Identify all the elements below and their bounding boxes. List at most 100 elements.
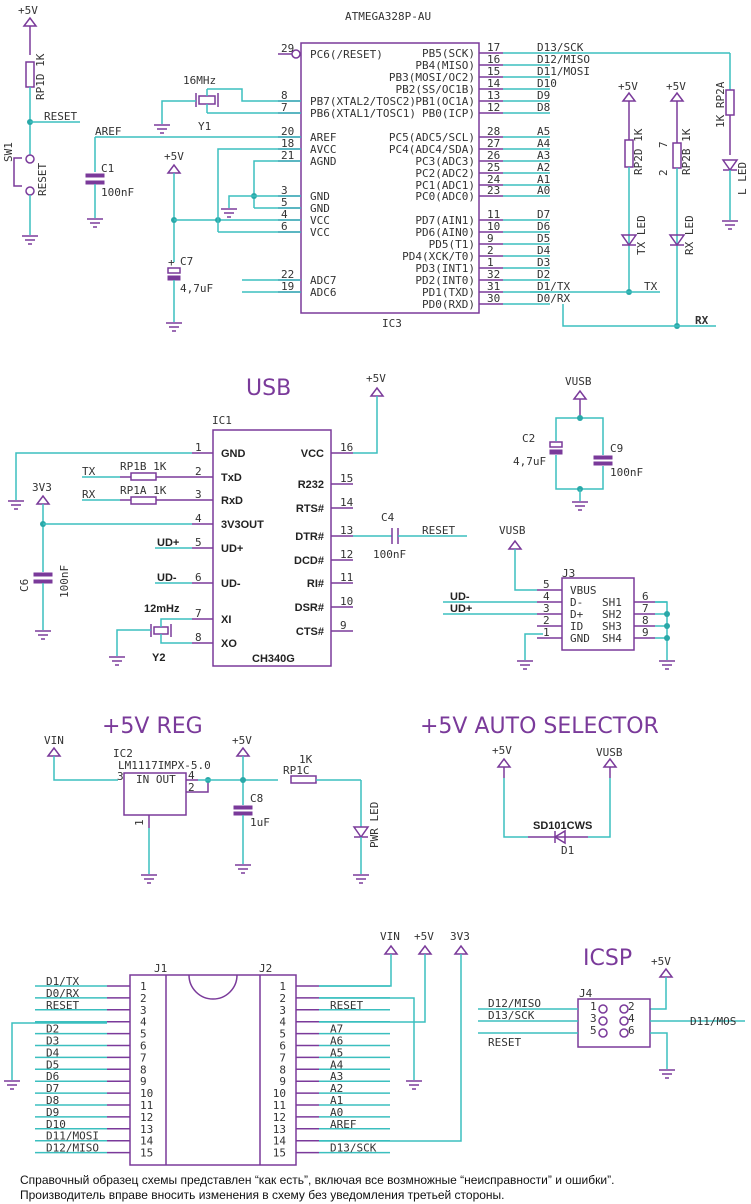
mcu-pin-number: 3 [281, 184, 288, 197]
ch340-pin-name: TxD [221, 472, 242, 484]
mcu-pin-name: PD3(INT1) [415, 262, 475, 275]
mcu-pin-number: 9 [487, 232, 494, 245]
p5v-label-icsp: +5V [651, 955, 671, 968]
mcu-pin-name: PB7(XTAL2/TOSC2) [310, 95, 416, 108]
icsp-pin-number: 1 [590, 1000, 597, 1013]
ic2-ref: IC2 [113, 747, 133, 760]
j2-net-label: A3 [330, 1070, 343, 1083]
power-arrow-icon [621, 91, 637, 102]
ch340-pin-name: 3V3OUT [221, 519, 264, 531]
j1-pin-number: 7 [140, 1051, 147, 1064]
ground-icon [87, 218, 103, 228]
c7-ref: C7 [180, 255, 193, 268]
power-arrow-icon [369, 386, 385, 397]
vusb-label-2: VUSB [499, 524, 526, 537]
j1-net-label: D2 [46, 1023, 59, 1036]
mcu-pin-name: PD0(RXD) [422, 298, 475, 311]
reset-net-label: RESET [44, 110, 77, 123]
rx-led-label: RX LED [683, 215, 696, 255]
power-arrow-icon [235, 746, 251, 757]
ch340-pin-name: GND [221, 448, 246, 460]
rp1d-label: RP1D 1K [34, 53, 47, 100]
mcu-right-pins: 17PB5(SCK)D13/SCK16PB4(MISO)D12/MISO15PB… [389, 41, 590, 311]
ground-icon [353, 874, 369, 884]
svg-text:7: 7 [657, 141, 670, 148]
ground-icon [22, 235, 38, 245]
j2-pin-number: 8 [279, 1063, 286, 1076]
mcu-pin-number: 12 [487, 101, 500, 114]
c2-value: 4,7uF [513, 455, 546, 468]
icsp-net-sck: D13/SCK [488, 1009, 535, 1022]
svg-text:3: 3 [117, 770, 124, 783]
mcu-net-label: A2 [537, 161, 550, 174]
j2-net-label: A4 [330, 1058, 344, 1071]
mcu-net-label: A3 [537, 149, 550, 162]
vin-label-reg: VIN [44, 734, 64, 747]
mcu-net-label: D5 [537, 232, 550, 245]
reset-net-usb: RESET [422, 524, 455, 537]
p5v-label-3: +5V [618, 80, 638, 93]
j1-pin-number: 1 [140, 980, 147, 993]
j3-pin-number: 8 [642, 614, 649, 627]
power-arrow-icon [46, 746, 62, 757]
mcu-net-label: D13/SCK [537, 41, 584, 54]
power-arrow-icon [22, 16, 38, 27]
ch340-pin-number: 15 [340, 472, 353, 485]
c6-ref: C6 [18, 579, 31, 592]
c1-ref: C1 [101, 162, 114, 175]
sw1-label: RESET [36, 163, 49, 196]
mcu-pin-number: 18 [281, 137, 294, 150]
j1-pins: 1D1/TX2D0/RX3RESET45D26D37D48D59D610D711… [35, 975, 154, 1160]
ch340-pin-name: DSR# [295, 602, 324, 614]
j1-pin-number: 4 [140, 1016, 147, 1029]
ic1-ref: IC1 [212, 414, 232, 427]
j2-pin-number: 2 [279, 992, 286, 1005]
rp2a-label: 1K RP2A [714, 81, 727, 128]
resistor-rp1d [25, 61, 35, 88]
j1-net-label: D10 [46, 1118, 66, 1131]
j2-net-label: D13/SCK [330, 1142, 377, 1155]
ch340-pin-name: XI [221, 614, 231, 626]
mcu-pin-name: ADC6 [310, 286, 337, 299]
disclaimer-line-2: Производитель вправе вносить изменения в… [20, 1188, 505, 1202]
ch340-pin-number: 1 [195, 441, 202, 454]
j3-pin-number: 1 [543, 626, 550, 639]
sw1-ref: SW1 [2, 142, 15, 162]
p5v-label-hdr: +5V [414, 930, 434, 943]
mcu-pin-number: 27 [487, 137, 500, 150]
mcu-pin-name: PB2(SS/OC1B) [396, 83, 475, 96]
mcu-net-label: D10 [537, 77, 557, 90]
svg-text:1: 1 [133, 819, 146, 826]
rp1c-ref: RP1C [283, 764, 310, 777]
c4-value: 100nF [373, 548, 406, 561]
power-arrow-icon [453, 944, 469, 955]
icsp-pin-pad [598, 1004, 608, 1014]
mcu-net-label: A5 [537, 125, 550, 138]
j2-pin-number: 13 [273, 1123, 286, 1136]
j3-pin-number: 6 [642, 590, 649, 603]
rx-net-label: RX [695, 314, 709, 327]
j2-net-label: RESET [330, 999, 363, 1012]
power-arrow-icon [602, 757, 618, 768]
mcu-pin-number: 11 [487, 208, 500, 221]
icsp-pin-pad [598, 1028, 608, 1038]
mcu-pin-name: PD5(T1) [429, 238, 475, 251]
mcu-pin-name: PC1(ADC1) [415, 179, 475, 192]
mcu-pin-number: 6 [281, 220, 288, 233]
mcu-pin-number: 28 [487, 125, 500, 138]
reg-section-title: +5V REG [102, 714, 203, 739]
tx-net-usb: TX [82, 465, 96, 478]
rp2b-label: RP2B 1K [680, 128, 693, 175]
p5v-label-usb: +5V [366, 372, 386, 385]
mcu-net-label: D11/MOSI [537, 65, 590, 78]
power-arrow-icon [166, 163, 182, 174]
j1-pin-number: 3 [140, 1004, 147, 1017]
pwr-led-label: PWR LED [368, 802, 381, 848]
led-icon [620, 234, 638, 247]
j1-net-label: D0/RX [46, 987, 79, 1000]
ground-icon [141, 874, 157, 884]
rp2d-label: RP2D 1K [632, 128, 645, 175]
mcu-pin-number: 23 [487, 184, 500, 197]
